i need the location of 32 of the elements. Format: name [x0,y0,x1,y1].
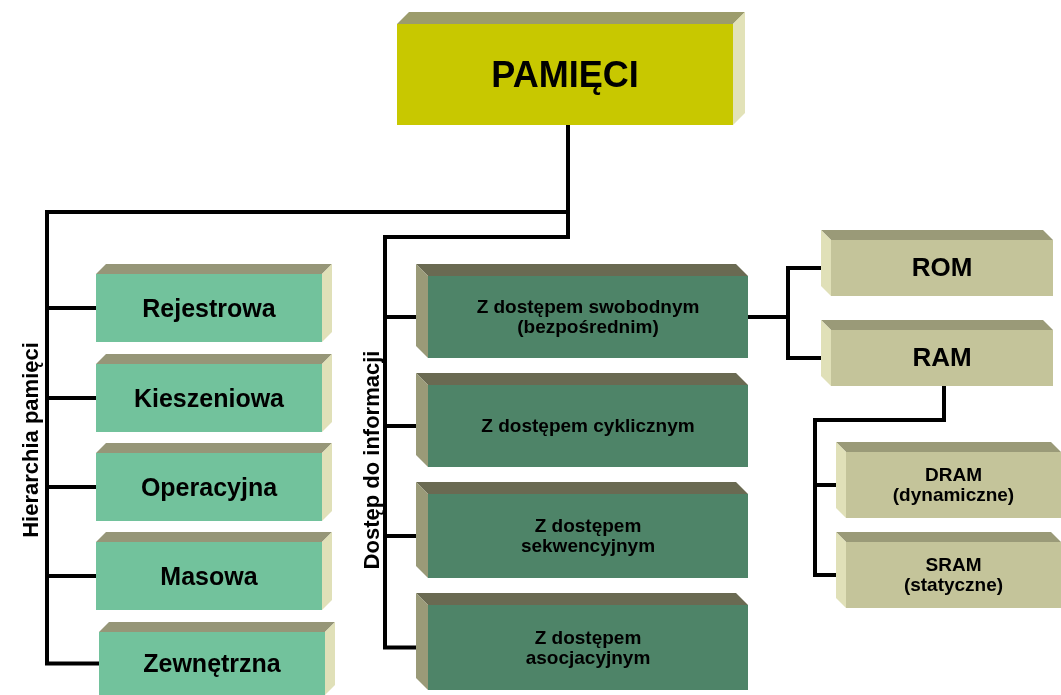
memory-type-box [821,320,1053,386]
access-method-box [416,373,748,467]
axis-label: Hierarchia pamięci [17,342,44,538]
box-label: RAM [912,344,972,372]
access-method-box [416,482,748,578]
axis-label: Dostęp do informacji [358,350,385,570]
box-label: PAMIĘCI [491,55,639,94]
box-label: DRAM (dynamiczne) [891,465,1016,505]
title-box [397,12,745,125]
memory-level-box [96,443,332,521]
box-label: SRAM (statyczne) [902,555,1005,595]
access-method-box [416,593,748,690]
memory-level-box [96,532,332,610]
memory-type-box [836,442,1061,518]
connector-line [748,315,821,360]
connector-line [813,386,946,577]
box-label: Zewnętrzna [143,650,281,677]
box-label: Masowa [160,562,258,590]
box-label: Z dostępem asocjacyjnym [524,627,652,668]
memory-type-box [836,532,1061,608]
box-label: Rejestrowa [142,294,276,322]
box-label: Z dostępem sekwencyjnym [519,516,657,556]
box-label: Kieszeniowa [133,384,285,412]
memory-level-box [96,264,332,342]
memory-level-box [99,622,335,695]
box-label: ROM [911,254,973,282]
memory-type-box [821,230,1053,296]
box-label: Z dostępem swobodnym (bezpośrednim) [475,297,701,337]
memory-level-box [96,354,332,432]
box-label: Z dostępem cyklicznym [481,416,695,436]
box-label: Operacyjna [140,473,278,501]
access-method-box [416,264,748,358]
